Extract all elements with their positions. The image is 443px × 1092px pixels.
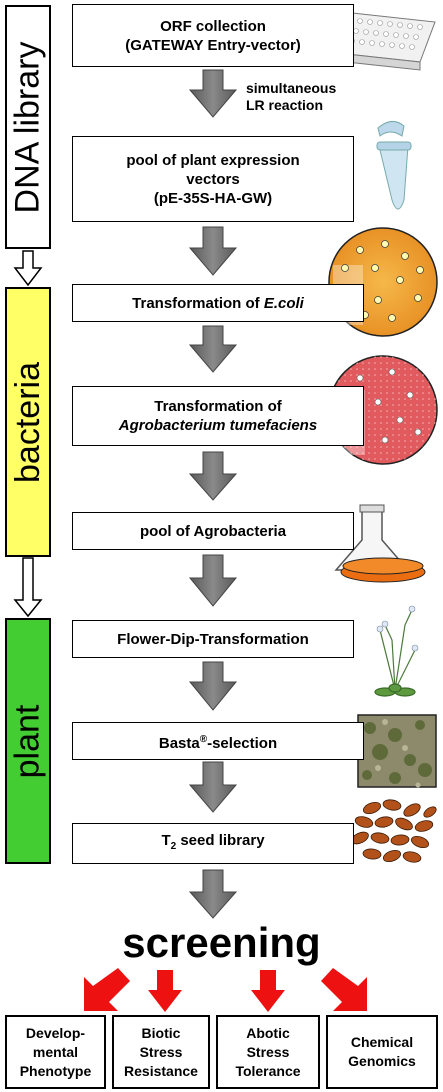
stage-bacteria: bacteria: [5, 287, 51, 557]
flow-arrow: [188, 69, 238, 118]
lr-reaction-note: simultaneous LR reaction: [246, 80, 336, 114]
sidebar-arrow-1: [13, 250, 43, 287]
step-pool-line1: pool of plant expression: [126, 151, 300, 169]
step-orf-line2: (GATEWAY Entry-vector): [125, 36, 301, 54]
flow-arrow: [188, 325, 238, 373]
screening-arrow: [84, 968, 130, 1011]
step-orf-collection: ORF collection (GATEWAY Entry-vector): [72, 4, 354, 67]
output-1-line1: Develop-: [25, 1024, 86, 1041]
step-ecoli-prefix: Transformation of: [132, 294, 264, 312]
output-3-line2: Stress: [246, 1043, 290, 1060]
step-ecoli-organism: E.coli: [263, 294, 304, 312]
output-4-line2: Genomics: [348, 1053, 416, 1069]
tube-icon: [376, 121, 412, 210]
stage-plant: plant: [5, 618, 51, 864]
step-basta-sup: ®: [199, 733, 208, 745]
output-developmental-phenotype: Develop- mental Phenotype: [5, 1015, 106, 1089]
stage-dna-library: DNA library: [5, 5, 51, 249]
step-seed-library: T2 seed library: [72, 823, 354, 864]
step-pool-agro-label: pool of Agrobacteria: [139, 522, 287, 540]
stage-dna-library-label: DNA library: [8, 41, 47, 213]
step-pool-expression-vectors: pool of plant expression vectors (pE-35S…: [72, 136, 354, 222]
screening-arrow: [251, 970, 285, 1012]
stage-plant-label: plant: [8, 704, 47, 778]
screening-arrow: [148, 970, 182, 1012]
output-chemical-genomics: Chemical Genomics: [326, 1015, 438, 1089]
output-3-line3: Tolerance: [235, 1062, 301, 1079]
output-3-line1: Abotic: [246, 1024, 290, 1041]
step-flower-dip-label: Flower-Dip-Transformation: [117, 630, 309, 648]
flask-icon: [334, 504, 426, 583]
output-2-line2: Stress: [139, 1043, 183, 1060]
step-transform-agrobacterium: Transformation of Agrobacterium tumefaci…: [72, 386, 364, 446]
sidebar-arrow-2: [13, 557, 43, 618]
step-agro-organism: Agrobacterium tumefaciens: [118, 417, 318, 434]
step-pool-line3: (pE-35S-HA-GW): [153, 189, 273, 207]
output-2-line1: Biotic: [141, 1024, 181, 1041]
lr-note-line1: simultaneous: [246, 80, 337, 96]
step-agro-line1: Transformation of: [154, 398, 282, 415]
flow-arrow: [188, 761, 238, 813]
lr-note-line2: LR reaction: [246, 97, 324, 113]
step-basta-name: Basta: [158, 734, 200, 752]
stage-bacteria-label: bacteria: [8, 361, 47, 483]
step-orf-line1: ORF collection: [160, 17, 266, 35]
flow-arrow: [188, 226, 238, 276]
screening-title: screening: [122, 919, 321, 966]
step-seed-sub: 2: [170, 841, 177, 852]
step-pool-agrobacteria: pool of Agrobacteria: [72, 512, 354, 550]
output-abiotic-stress: Abotic Stress Tolerance: [216, 1015, 320, 1089]
flow-arrow: [188, 661, 238, 711]
seeds-icon: [351, 799, 437, 863]
output-2-line3: Resistance: [124, 1062, 198, 1079]
step-basta-suffix: -selection: [207, 734, 278, 752]
step-seed-suffix: seed library: [176, 832, 265, 849]
output-biotic-stress: Biotic Stress Resistance: [112, 1015, 210, 1089]
output-4-line1: Chemical: [350, 1034, 414, 1050]
step-seed-prefix: T: [161, 832, 171, 849]
flow-arrow: [188, 554, 238, 607]
flow-arrow: [188, 869, 238, 919]
step-flower-dip: Flower-Dip-Transformation: [72, 620, 354, 658]
flow-arrow: [188, 451, 238, 501]
step-transform-ecoli: Transformation of E.coli: [72, 284, 364, 322]
screening-arrow: [321, 968, 367, 1011]
seedling-tray-icon: [357, 714, 437, 788]
arabidopsis-icon: [374, 605, 419, 697]
output-1-line3: Phenotype: [19, 1062, 92, 1079]
output-1-line2: mental: [32, 1043, 79, 1060]
step-pool-line2: vectors: [186, 170, 240, 188]
step-basta-selection: Basta®-selection: [72, 722, 364, 760]
